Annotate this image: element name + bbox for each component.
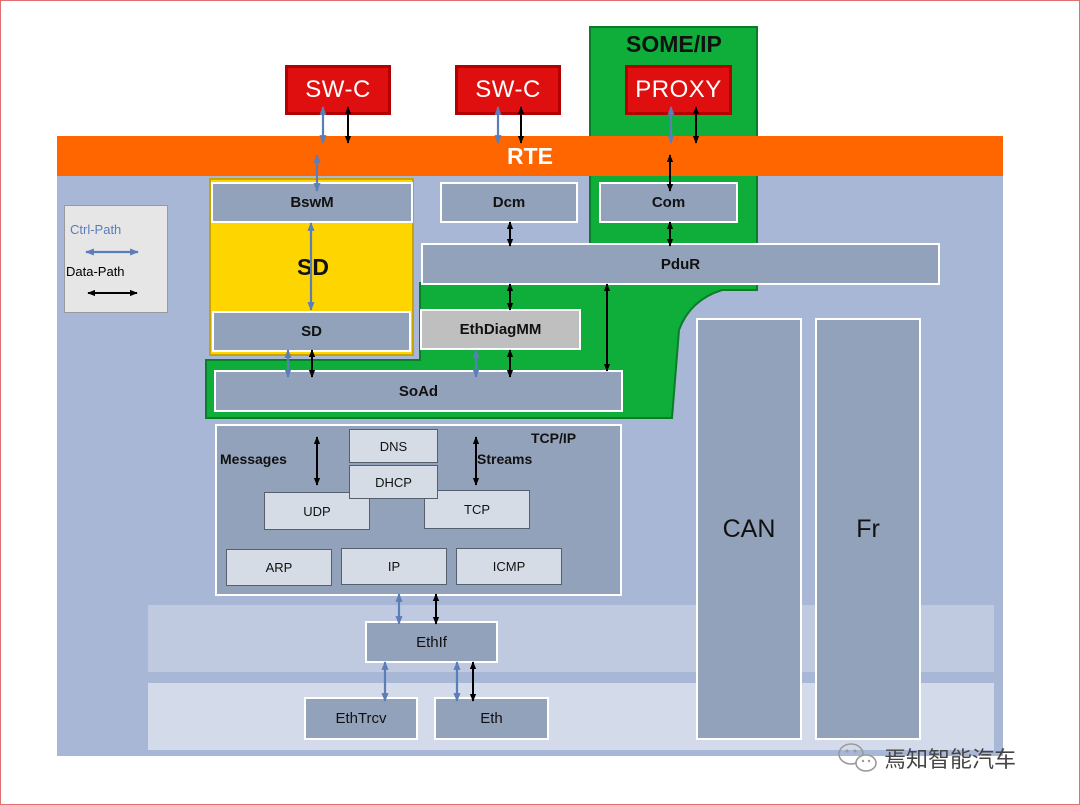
ethtrcv-module[interactable]: EthTrcv: [304, 697, 418, 740]
streams-label: Streams: [477, 451, 533, 467]
swc-left-box[interactable]: SW-C: [285, 65, 391, 115]
ethdiagmm-module[interactable]: EthDiagMM: [420, 309, 581, 350]
someip-title: SOME/IP: [626, 31, 722, 57]
can-module[interactable]: CAN: [696, 318, 802, 740]
bswm-module[interactable]: BswM: [211, 182, 413, 223]
legend-data-label: Data-Path: [66, 264, 125, 279]
ethif-module[interactable]: EthIf: [365, 621, 498, 663]
pdur-module[interactable]: PduR: [421, 243, 940, 285]
rte-label: RTE: [507, 143, 553, 169]
dns-module[interactable]: DNS: [349, 429, 438, 463]
icmp-module[interactable]: ICMP: [456, 548, 562, 585]
ip-module[interactable]: IP: [341, 548, 447, 585]
watermark-text: 焉知智能汽车: [884, 748, 1017, 773]
dhcp-module[interactable]: DHCP: [349, 465, 438, 499]
messages-label: Messages: [220, 451, 287, 467]
tcpip-title: TCP/IP: [531, 430, 577, 446]
tcp-module[interactable]: TCP: [424, 490, 530, 529]
eth-module[interactable]: Eth: [434, 697, 549, 740]
swc-middle-box[interactable]: SW-C: [455, 65, 561, 115]
legend-ctrl-label: Ctrl-Path: [70, 222, 122, 237]
sd-module[interactable]: SD: [212, 311, 411, 352]
soad-module[interactable]: SoAd: [214, 370, 623, 412]
rte-bar: [57, 136, 1003, 176]
proxy-box[interactable]: PROXY: [625, 65, 732, 115]
arp-module[interactable]: ARP: [226, 549, 332, 586]
fr-module[interactable]: Fr: [815, 318, 921, 740]
